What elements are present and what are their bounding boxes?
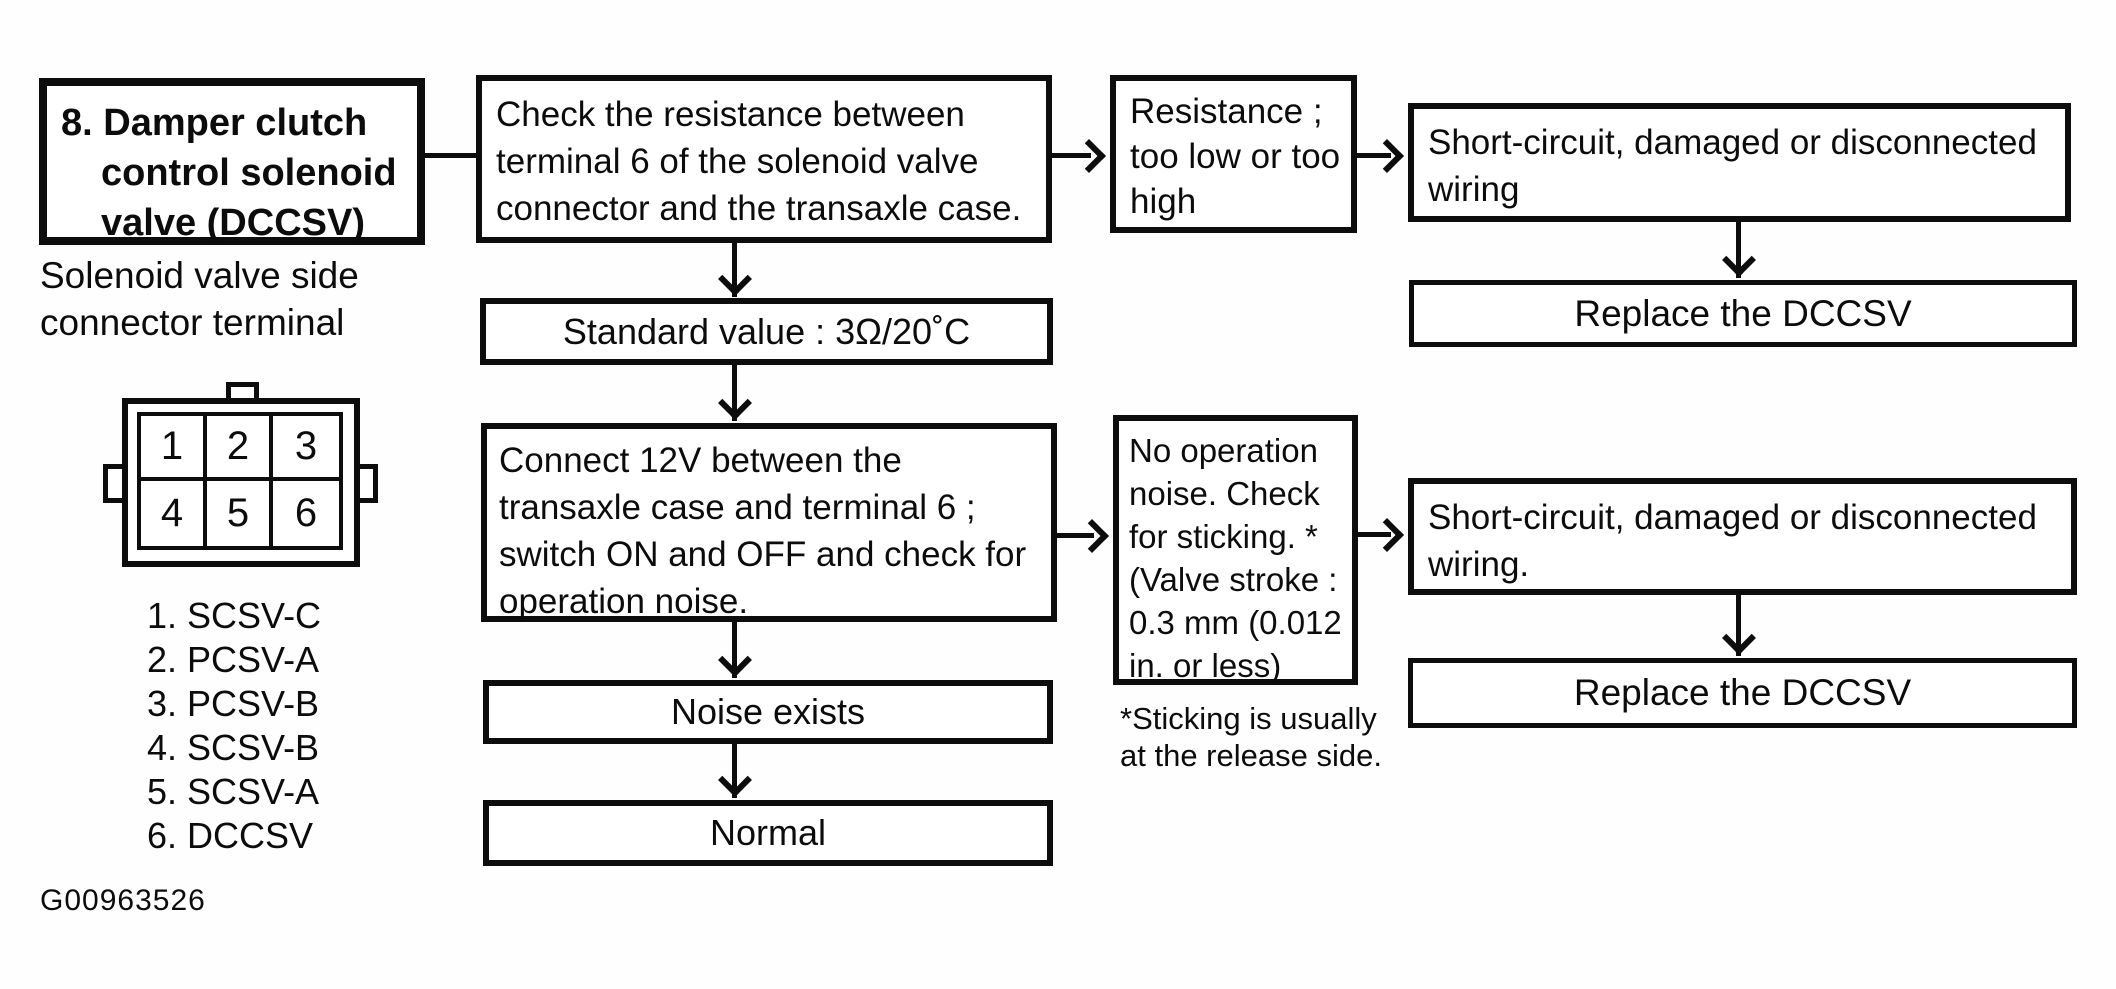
- line-title-to-check: [423, 153, 477, 158]
- arrowhead-down-icon: [1722, 243, 1756, 277]
- step-title-box: 8. Damper clutch control solenoid valve …: [39, 78, 425, 245]
- terminal-cell-1: 1: [141, 416, 207, 481]
- flow-box-noise-exists: Noise exists: [483, 680, 1053, 744]
- connector-side-label: Solenoid valve side connector terminal: [40, 255, 359, 343]
- terminal-cell-3: 3: [273, 416, 339, 481]
- flow-box-normal: Normal: [483, 800, 1053, 866]
- arrow-connect-to-noop: [1056, 533, 1094, 538]
- legend-item: 6. DCCSV: [147, 815, 314, 856]
- flow-box-short-circuit-1: Short-circuit, damaged or disconnected w…: [1408, 103, 2071, 222]
- flow-box-resistance-abnormal: Resistance ; too low or too high: [1110, 75, 1357, 233]
- terminal-cell-6: 6: [294, 491, 318, 535]
- arrowhead-right-icon: [1072, 139, 1106, 173]
- arrowhead-down-icon: [718, 763, 752, 797]
- flow-box-no-operation-noise: No operation noise. Check for sticking. …: [1113, 415, 1358, 685]
- terminal-cell-5: 5: [207, 481, 273, 546]
- step-title-line: 8. Damper clutch: [61, 102, 368, 144]
- arrow-resistance-to-short1: [1356, 153, 1391, 158]
- arrowhead-down-icon: [718, 262, 752, 296]
- terminal-legend: 1. SCSV-C 2. PCSV-A 3. PCSV-B 4. SCSV-B …: [147, 594, 321, 858]
- step-title-line: control solenoid: [101, 152, 397, 194]
- arrowhead-down-icon: [718, 643, 752, 677]
- flow-box-connect-12v: Connect 12V between the transaxle case a…: [481, 423, 1057, 622]
- legend-item: 4. SCSV-B: [147, 727, 320, 768]
- terminal-cell-4: 4: [141, 481, 207, 546]
- step-title-line: valve (DCCSV): [101, 202, 365, 244]
- legend-item: 5. SCSV-A: [147, 771, 320, 812]
- sticking-footnote: *Sticking is usually at the release side…: [1120, 701, 1382, 773]
- arrow-standard-to-connect: [732, 364, 737, 421]
- flow-box-short-circuit-2: Short-circuit, damaged or disconnected w…: [1408, 478, 2077, 595]
- flow-box-standard-value: Standard value : 3Ω/20˚C: [480, 298, 1053, 365]
- legend-item: 1. SCSV-C: [147, 595, 322, 636]
- arrow-short1-to-replace1: [1736, 221, 1741, 278]
- arrowhead-right-icon: [1370, 139, 1404, 173]
- figure-code: G00963526: [40, 884, 206, 917]
- terminal-cell-2: 2: [207, 416, 273, 481]
- arrow-check-to-resistance: [1051, 153, 1091, 158]
- arrowhead-down-icon: [1722, 621, 1756, 655]
- arrowhead-right-icon: [1075, 519, 1109, 553]
- flow-box-replace-dccsv-2: Replace the DCCSV: [1408, 658, 2077, 728]
- flow-box-replace-dccsv-1: Replace the DCCSV: [1409, 280, 2077, 347]
- arrow-noise-to-normal: [732, 743, 737, 798]
- connector-right-tab: [355, 464, 378, 503]
- arrowhead-down-icon: [718, 386, 752, 420]
- arrow-noop-to-short2: [1357, 532, 1391, 537]
- connector-terminal-grid: 1 2 3 4 5 6: [137, 412, 343, 550]
- arrow-short2-to-replace2: [1736, 594, 1741, 656]
- arrowhead-right-icon: [1370, 518, 1404, 552]
- legend-item: 3. PCSV-B: [147, 683, 320, 724]
- arrow-connect-to-noise: [732, 621, 737, 678]
- legend-item: 2. PCSV-A: [147, 639, 320, 680]
- arrow-check-to-standard: [732, 242, 737, 297]
- flow-box-check-resistance: Check the resistance between terminal 6 …: [476, 75, 1052, 243]
